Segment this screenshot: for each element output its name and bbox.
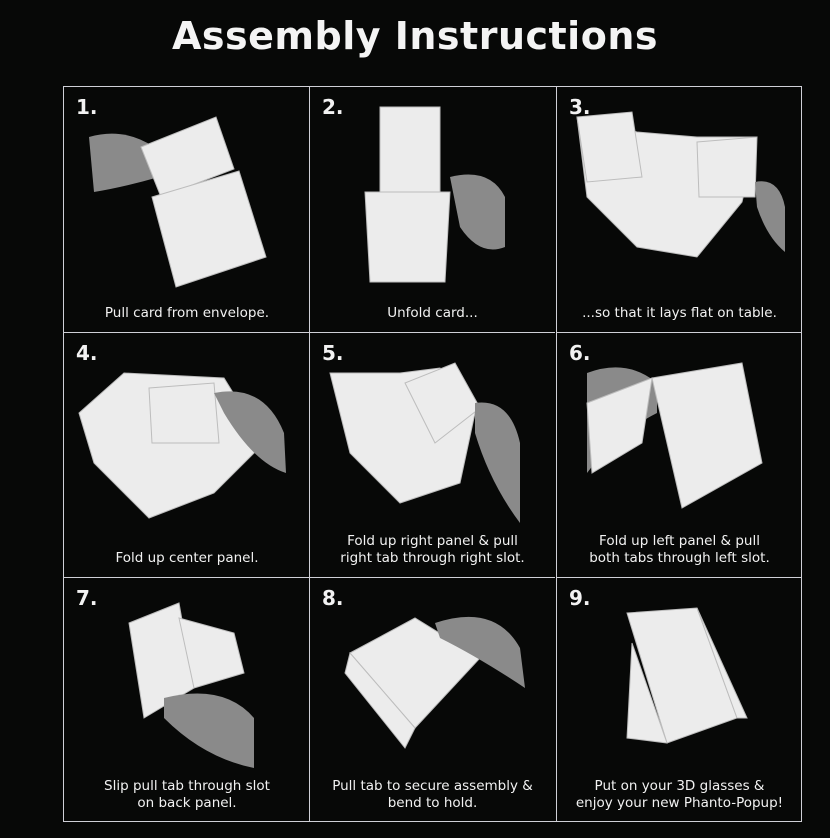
step-number: 5.	[322, 341, 344, 365]
step-caption: Slip pull tab through slot on back panel…	[104, 778, 270, 811]
step-4: 4. Fold up center panel.	[64, 332, 310, 577]
step-6-illustration	[586, 362, 763, 509]
step-2: 2. Unfold card...	[309, 87, 555, 332]
step-number: 9.	[569, 586, 591, 610]
step-number: 6.	[569, 341, 591, 365]
step-caption: Pull card from envelope.	[104, 305, 270, 321]
step-3-illustration	[576, 111, 785, 258]
step-5-illustration	[329, 362, 520, 523]
page-title: Assembly Instructions	[171, 14, 658, 58]
step-caption: Fold up right panel & pull right tab thr…	[340, 533, 525, 566]
step-9: 9. Put on your 3D glasses & enjoy your n…	[556, 577, 802, 822]
step-number: 3.	[569, 95, 591, 119]
step-number: 7.	[76, 586, 98, 610]
step-8-illustration	[344, 616, 525, 749]
step-number: 4.	[76, 341, 98, 365]
step-number: 8.	[322, 586, 344, 610]
step-1-illustration	[89, 116, 267, 288]
step-caption: Fold up center panel.	[115, 550, 259, 566]
step-6: 6. Fold up left panel & pull both tabs t…	[556, 332, 802, 577]
step-caption: Pull tab to secure assembly & bend to ho…	[332, 778, 533, 811]
step-caption: Unfold card...	[387, 305, 478, 321]
step-number: 1.	[76, 95, 98, 119]
instruction-grid: 1. Pull card from envelope. 2. Unfold ca…	[63, 86, 802, 822]
step-3: 3. ...so that it lays flat on table.	[556, 87, 802, 332]
step-2-illustration	[364, 106, 505, 283]
step-caption: Put on your 3D glasses & enjoy your new …	[575, 778, 784, 811]
step-9-illustration	[626, 607, 748, 744]
step-8: 8. Pull tab to secure assembly & bend to…	[309, 577, 555, 822]
step-caption: Fold up left panel & pull both tabs thro…	[589, 533, 770, 566]
step-5: 5. Fold up right panel & pull right tab …	[309, 332, 555, 577]
step-1: 1. Pull card from envelope.	[64, 87, 310, 332]
step-4-illustration	[78, 372, 286, 519]
step-7: 7. Slip pull tab through slot on back pa…	[64, 577, 310, 822]
step-caption: ...so that it lays flat on table.	[582, 305, 777, 321]
step-7-illustration	[128, 602, 254, 768]
step-number: 2.	[322, 95, 344, 119]
